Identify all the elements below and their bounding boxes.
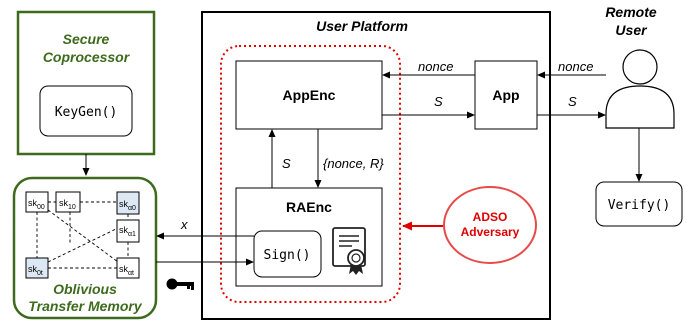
secure-coprocessor-title-line2: Coprocessor	[43, 49, 131, 65]
user-platform-title: User Platform	[316, 18, 408, 34]
oblivious-transfer-memory: sk00 sk10 skα0 skα1 sk0t skαt Oblivious …	[12, 176, 158, 320]
s-app-to-user-label: S	[568, 94, 577, 109]
sign-label: Sign()	[264, 248, 311, 263]
app-label: App	[492, 87, 519, 103]
otm-key-label-2: sk10	[59, 198, 76, 211]
otm-key-label-4: skα1	[119, 225, 136, 238]
otm-connections	[36, 201, 129, 269]
key-icon	[166, 278, 194, 290]
nonce-r-label: {nonce, R}	[323, 156, 384, 171]
nonce-app-to-appenc-label: nonce	[418, 59, 453, 74]
user-icon	[605, 49, 675, 129]
adversary-ellipse	[443, 186, 537, 264]
otm-key-label-5: sk0t	[28, 264, 43, 277]
s-raenc-to-appenc-label: S	[282, 156, 291, 171]
otm-key-label-6: skαt	[119, 264, 134, 277]
secure-coprocessor: Secure Coprocessor KeyGen()	[16, 10, 156, 156]
user-platform: User Platform AppEnc RAEnc Sign() App	[201, 11, 551, 320]
appenc-label: AppEnc	[283, 87, 336, 103]
adversary-line2: Adversary	[461, 225, 520, 239]
x-label: x	[180, 217, 188, 232]
secure-coprocessor-title-line1: Secure	[63, 31, 110, 47]
raenc-label: RAEnc	[286, 199, 332, 215]
nonce-user-to-app-label: nonce	[558, 59, 593, 74]
otm-key-box-2	[55, 191, 81, 213]
otm-key-box-6	[116, 257, 140, 279]
otm-title-line1: Oblivious	[53, 281, 117, 297]
verify-box	[595, 181, 683, 227]
keygen-label: KeyGen()	[55, 105, 118, 120]
otm-title-line2: Transfer Memory	[28, 298, 143, 314]
otm-key-label-3: skα0	[119, 199, 136, 212]
otm-key-box-5	[25, 257, 49, 279]
verify-label: Verify()	[608, 198, 671, 213]
otm-key-box-3	[116, 191, 140, 215]
app-box	[474, 60, 538, 130]
appenc-box	[235, 60, 383, 130]
s-appenc-to-app-label: S	[434, 94, 443, 109]
sign-box	[253, 230, 322, 278]
certificate-icon	[332, 227, 366, 275]
otm-key-label-1: sk00	[28, 198, 45, 211]
remote-user: Remote User Verify()	[595, 4, 683, 227]
adso-adversary: ADSO Adversary	[443, 186, 537, 264]
adversary-line1: ADSO	[473, 210, 508, 224]
remote-user-title-line1: Remote	[605, 4, 657, 20]
remote-user-title-line2: User	[615, 22, 648, 38]
enclave-boundary	[220, 45, 401, 303]
otm-key-box-4	[116, 219, 140, 243]
keygen-box	[39, 85, 133, 137]
otm-key-box-1	[25, 191, 49, 213]
